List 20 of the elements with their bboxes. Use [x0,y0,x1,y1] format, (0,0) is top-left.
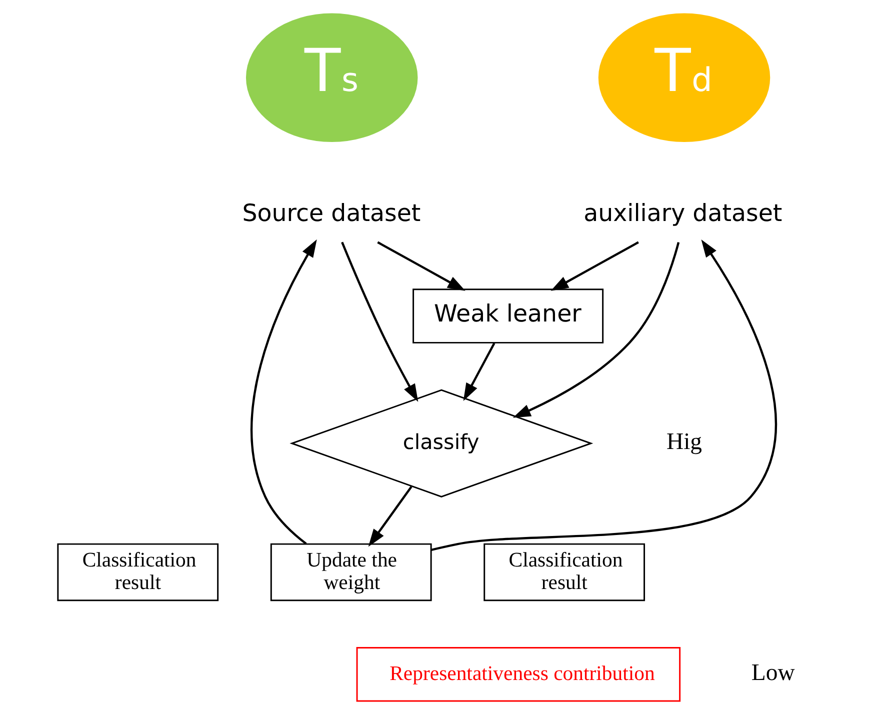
label: Low [751,660,795,686]
arrow [341,242,418,402]
arrow [250,239,317,545]
node-text: Source dataset [242,198,421,227]
label: Hig [666,429,702,456]
node-text: auxiliary dataset [584,198,782,227]
arrow [512,242,680,418]
node-ellipse: Td [598,13,770,142]
arrow [550,241,639,291]
node-box: Classification result [484,543,646,602]
arrow [368,486,412,547]
node-ellipse: Ts [246,13,418,142]
arrow [377,241,466,291]
node-diamond: classify [290,389,594,498]
node-box: Classification result [57,543,219,602]
node-box: Weak leaner [412,288,604,344]
node-box: Representativeness contribution [356,646,681,702]
arrow [463,342,496,401]
arrow [431,239,777,551]
node-box: Update the weight [270,543,432,602]
